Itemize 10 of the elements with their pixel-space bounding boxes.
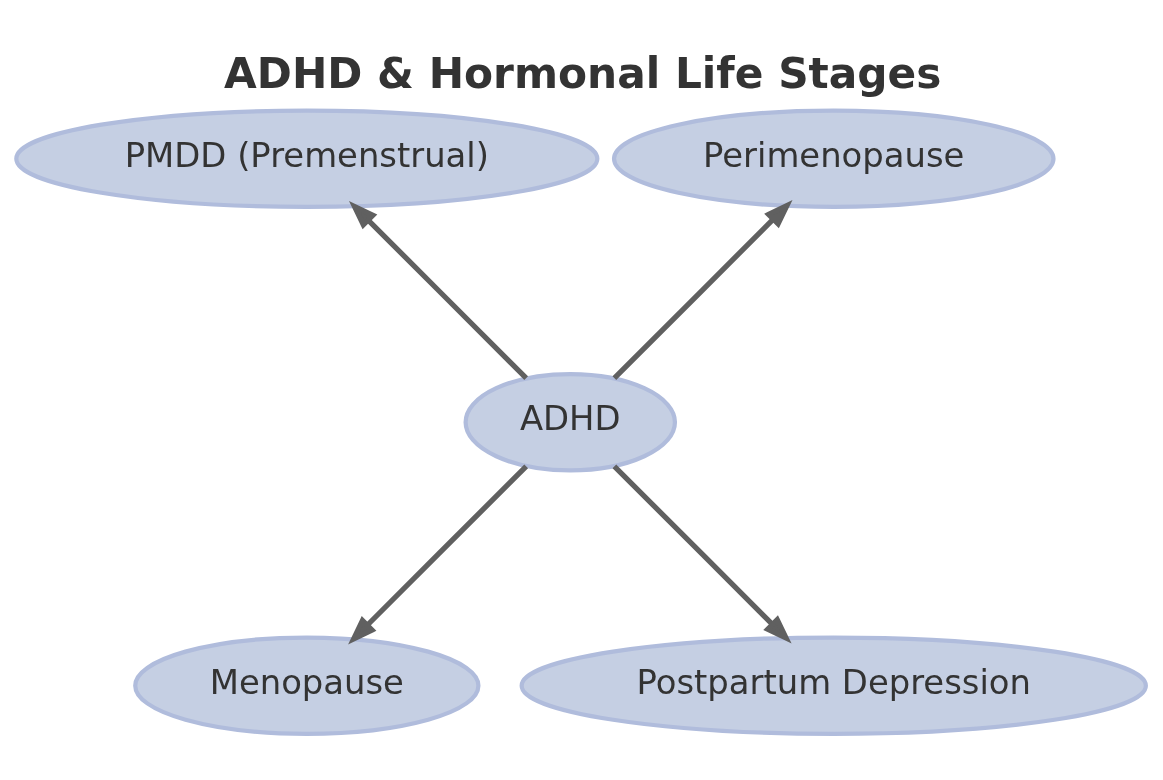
arrow bbox=[348, 200, 529, 380]
diagram-title: ADHD & Hormonal Life Stages bbox=[224, 48, 942, 98]
node-ellipse: Perimenopause bbox=[611, 108, 1056, 209]
arrow bbox=[348, 463, 529, 644]
arrow bbox=[612, 199, 793, 380]
node-ellipse: ADHD bbox=[463, 371, 678, 472]
node-ellipse: Postpartum Depression bbox=[519, 634, 1148, 736]
node-ellipse: Menopause bbox=[133, 634, 481, 736]
arrow bbox=[612, 463, 792, 644]
node-ellipse: PMDD (Premenstrual) bbox=[14, 108, 600, 209]
